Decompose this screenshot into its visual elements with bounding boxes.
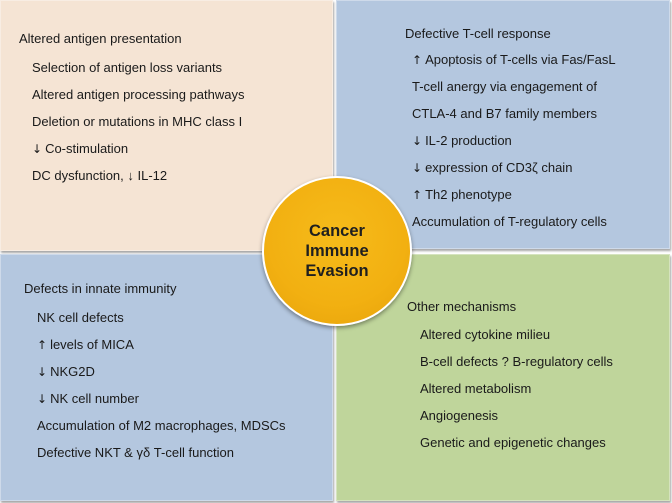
mechanism-item-text: Altered metabolism	[420, 381, 532, 396]
mechanism-item: Defective NKT & γδ T-cell function	[37, 445, 286, 472]
mechanism-item-text: Genetic and epigenetic changes	[420, 435, 606, 450]
panel-heading: Altered antigen presentation	[19, 31, 182, 46]
mechanism-item: Accumulation of M2 macrophages, MDSCs	[37, 418, 286, 445]
mechanism-item: ↑Apoptosis of T-cells via Fas/FasL	[412, 52, 616, 79]
mechanism-item-text: expression of CD3ζ chain	[425, 160, 573, 175]
mechanism-item: Deletion or mutations in MHC class I	[32, 114, 244, 141]
mechanism-item-text: NK cell defects	[37, 310, 124, 325]
mechanism-item-text: Accumulation of T-regulatory cells	[412, 214, 607, 229]
mechanism-item: Altered antigen processing pathways	[32, 87, 244, 114]
mechanism-item-text: levels of MICA	[50, 337, 134, 352]
mechanism-item: ↓NKG2D	[37, 364, 286, 391]
mechanism-item: NK cell defects	[37, 310, 286, 337]
arrow-down-icon: ↓	[32, 142, 43, 156]
mechanism-item-text: CTLA-4 and B7 family members	[412, 106, 597, 121]
mechanism-item: Selection of antigen loss variants	[32, 60, 244, 87]
panel-defective-t-cell-response: Defective T-cell response ↑Apoptosis of …	[336, 0, 670, 249]
mechanism-item-text: T-cell anergy via engagement of	[412, 79, 597, 94]
arrow-up-icon: ↑	[37, 338, 48, 352]
mechanism-item-text: Altered antigen processing pathways	[32, 87, 245, 102]
panel-altered-antigen-presentation: Altered antigen presentation Selection o…	[0, 0, 333, 251]
arrow-down-icon: ↓	[412, 161, 423, 175]
mechanism-item-text: Angiogenesis	[420, 408, 499, 423]
panel-heading: Other mechanisms	[407, 299, 517, 314]
arrow-down-icon: ↓	[37, 365, 48, 379]
panel-heading: Defective T-cell response	[405, 26, 551, 41]
mechanism-item: Altered cytokine milieu	[420, 327, 613, 354]
mechanism-item-text: IL-2 production	[425, 133, 512, 148]
mechanism-item-text: Apoptosis of T-cells via Fas/FasL	[425, 52, 616, 67]
mechanism-item: B-cell defects ? B-regulatory cells	[420, 354, 613, 381]
mechanism-item: ↓IL-2 production	[412, 133, 616, 160]
center-title-line: Evasion	[305, 262, 369, 280]
mechanism-item: ↓NK cell number	[37, 391, 286, 418]
mechanism-item: ↓expression of CD3ζ chain	[412, 160, 616, 187]
mechanism-item-text: Accumulation of M2 macrophages, MDSCs	[37, 418, 286, 433]
mechanism-item: DC dysfunction, ↓ IL-12	[32, 168, 244, 195]
mechanism-item-text: Deletion or mutations in MHC class I	[32, 114, 243, 129]
mechanism-item-text: NK cell number	[50, 391, 139, 406]
mechanism-item: ↑Th2 phenotype	[412, 187, 616, 214]
arrow-up-icon: ↑	[412, 188, 423, 202]
mechanism-item-text: Altered cytokine milieu	[420, 327, 551, 342]
mechanism-item: Genetic and epigenetic changes	[420, 435, 613, 462]
mechanism-item-text: Co-stimulation	[45, 141, 129, 156]
mechanism-item-text: DC dysfunction, ↓ IL-12	[32, 168, 168, 183]
mechanism-item-text: Defective NKT & γδ T-cell function	[37, 445, 235, 460]
panel-heading: Defects in innate immunity	[24, 281, 177, 296]
mechanism-item: ↑levels of MICA	[37, 337, 286, 364]
mechanism-item: T-cell anergy via engagement of	[412, 79, 616, 106]
mechanism-list: NK cell defects↑levels of MICA↓NKG2D↓NK …	[37, 310, 286, 472]
mechanism-item-text: B-cell defects ? B-regulatory cells	[420, 354, 613, 369]
arrow-down-icon: ↓	[37, 392, 48, 406]
center-circle-cancer-immune-evasion: Cancer Immune Evasion	[262, 176, 412, 326]
mechanism-item: Accumulation of T-regulatory cells	[412, 214, 616, 241]
mechanism-item: Angiogenesis	[420, 408, 613, 435]
center-title-line: Cancer	[309, 222, 365, 240]
mechanism-item: CTLA-4 and B7 family members	[412, 106, 616, 133]
center-title-line: Immune	[305, 242, 369, 260]
mechanism-item-text: NKG2D	[50, 364, 95, 379]
arrow-up-icon: ↑	[412, 53, 423, 67]
mechanism-item: Altered metabolism	[420, 381, 613, 408]
arrow-down-icon: ↓	[412, 134, 423, 148]
mechanism-item: ↓Co-stimulation	[32, 141, 244, 168]
mechanism-item-text: Th2 phenotype	[425, 187, 512, 202]
mechanism-item-text: Selection of antigen loss variants	[32, 60, 223, 75]
